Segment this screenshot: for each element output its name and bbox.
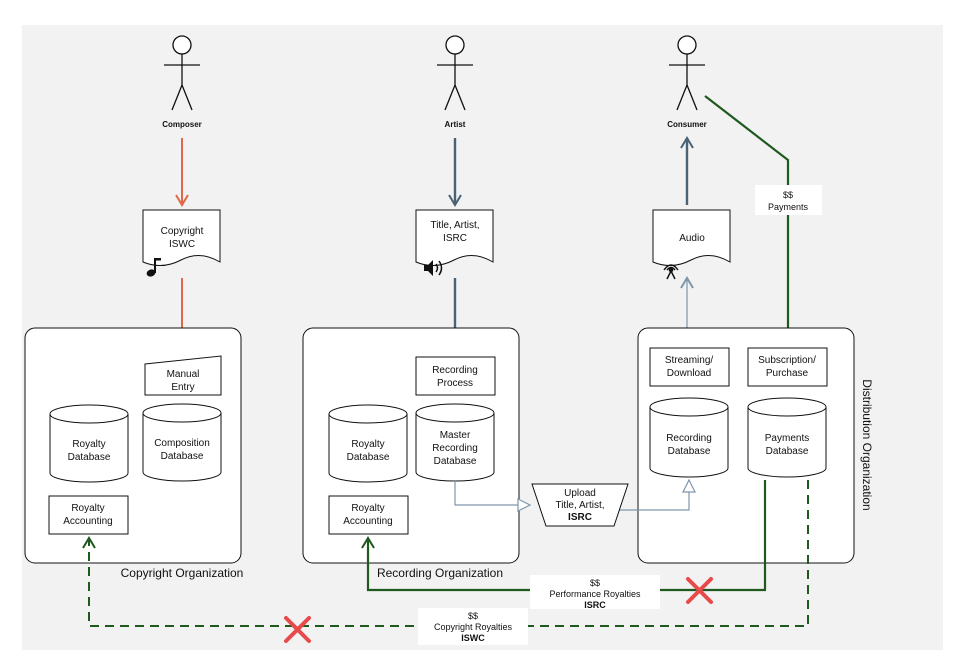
performance-royalties-blocked-icon — [686, 577, 713, 604]
artist-actor — [437, 35, 473, 111]
consumer-payments-arrow — [704, 95, 795, 344]
upload-line2: Title, Artist, — [555, 500, 604, 511]
composition-database: Composition Database — [142, 403, 222, 482]
copyright-royalty-accounting: Royalty Accounting — [48, 495, 129, 535]
upload-line3: ISRC — [568, 512, 592, 523]
dist-recording-db-line2: Database — [668, 446, 711, 457]
speaker-icon — [424, 260, 443, 276]
recording-process-line1: Recording — [432, 365, 478, 376]
performance-royalties-line2: Performance Royalties — [549, 589, 641, 599]
copyright-royalties-line2: Copyright Royalties — [434, 622, 513, 632]
copyright-accounting-line2: Accounting — [63, 516, 112, 527]
master-to-upload-arrow — [454, 481, 532, 512]
audio-doc-line1: Audio — [679, 233, 705, 244]
copyright-org-label: Copyright Organization — [121, 566, 244, 580]
consumer-label: Consumer — [667, 120, 707, 129]
recording-doc-line2: ISRC — [443, 233, 467, 244]
composition-db-line2: Database — [161, 451, 204, 462]
master-recording-database: Master Recording Database — [415, 403, 495, 482]
manual-entry-line1: Manual — [167, 369, 200, 380]
streaming-download-box: Streaming/ Download — [649, 347, 730, 387]
composer-label: Composer — [162, 120, 202, 129]
copyright-royalty-db-line1: Royalty — [72, 439, 105, 450]
recording-royalty-accounting: Royalty Accounting — [328, 495, 409, 535]
copyright-accounting-line1: Royalty — [71, 503, 104, 514]
performance-royalties-line1: $$ — [590, 578, 600, 588]
manual-entry-line2: Entry — [171, 382, 194, 393]
copyright-royalties-line3: ISWC — [461, 633, 485, 643]
copyright-royalties-line1: $$ — [468, 611, 478, 621]
copyright-royalties-blocked-icon — [284, 616, 311, 643]
payments-label-line1: $$ — [783, 190, 793, 200]
recording-process-box: Recording Process — [415, 356, 496, 396]
performance-royalties-line3: ISRC — [584, 600, 606, 610]
payments-database: Payments Database — [747, 397, 827, 478]
streaming-line2: Download — [667, 368, 711, 379]
recording-royalty-db-line1: Royalty — [351, 439, 384, 450]
subscription-purchase-box: Subscription/ Purchase — [747, 347, 828, 387]
master-db-line2: Recording — [432, 443, 478, 454]
recording-doc-line1: Title, Artist, — [430, 220, 479, 231]
artist-label: Artist — [445, 120, 466, 129]
actor-head — [172, 35, 192, 55]
recording-document: Title, Artist, ISRC — [415, 209, 494, 276]
payments-db-line1: Payments — [765, 433, 809, 444]
antenna-icon — [663, 264, 679, 280]
manual-entry-box: Manual Entry — [144, 355, 222, 396]
recording-accounting-line2: Accounting — [343, 516, 392, 527]
payments-label-bg — [755, 185, 822, 215]
recording-process-line2: Process — [437, 378, 473, 389]
distribution-org-container — [637, 327, 855, 564]
audio-document: Audio — [652, 209, 731, 280]
copyright-royalty-db-line2: Database — [68, 452, 111, 463]
distribution-recording-database: Recording Database — [649, 397, 729, 478]
distribution-org-label: Distribution Organization — [860, 379, 874, 510]
music-note-icon — [146, 258, 161, 277]
copyright-doc-line2: ISWC — [169, 239, 195, 250]
consumer-actor — [669, 35, 705, 111]
subscription-line1: Subscription/ — [758, 355, 816, 366]
recording-accounting-line1: Royalty — [351, 503, 384, 514]
payments-db-line2: Database — [766, 446, 809, 457]
recording-royalty-database: Royalty Database — [328, 404, 408, 483]
master-db-line1: Master — [440, 430, 471, 441]
subscription-line2: Purchase — [766, 368, 809, 379]
recording-royalty-db-line2: Database — [347, 452, 390, 463]
payments-label-line2: Payments — [768, 202, 809, 212]
master-db-line3: Database — [434, 456, 477, 467]
composition-db-line1: Composition — [154, 438, 210, 449]
upload-to-distribution-arrow — [618, 478, 696, 511]
dist-recording-db-line1: Recording — [666, 433, 712, 444]
recording-org-label: Recording Organization — [377, 566, 503, 580]
performance-royalties-label-bg — [530, 575, 660, 609]
copyright-royalties-label-bg — [418, 608, 528, 645]
copyright-royalties-arrow — [82, 480, 809, 627]
streaming-line1: Streaming/ — [665, 355, 714, 366]
copyright-doc-line1: Copyright — [161, 226, 204, 237]
copyright-document: Copyright ISWC — [142, 209, 221, 277]
upload-box: Upload Title, Artist, ISRC — [531, 483, 629, 527]
upload-line1: Upload — [564, 488, 596, 499]
composer-actor — [164, 35, 200, 111]
copyright-royalty-database: Royalty Database — [49, 404, 129, 483]
